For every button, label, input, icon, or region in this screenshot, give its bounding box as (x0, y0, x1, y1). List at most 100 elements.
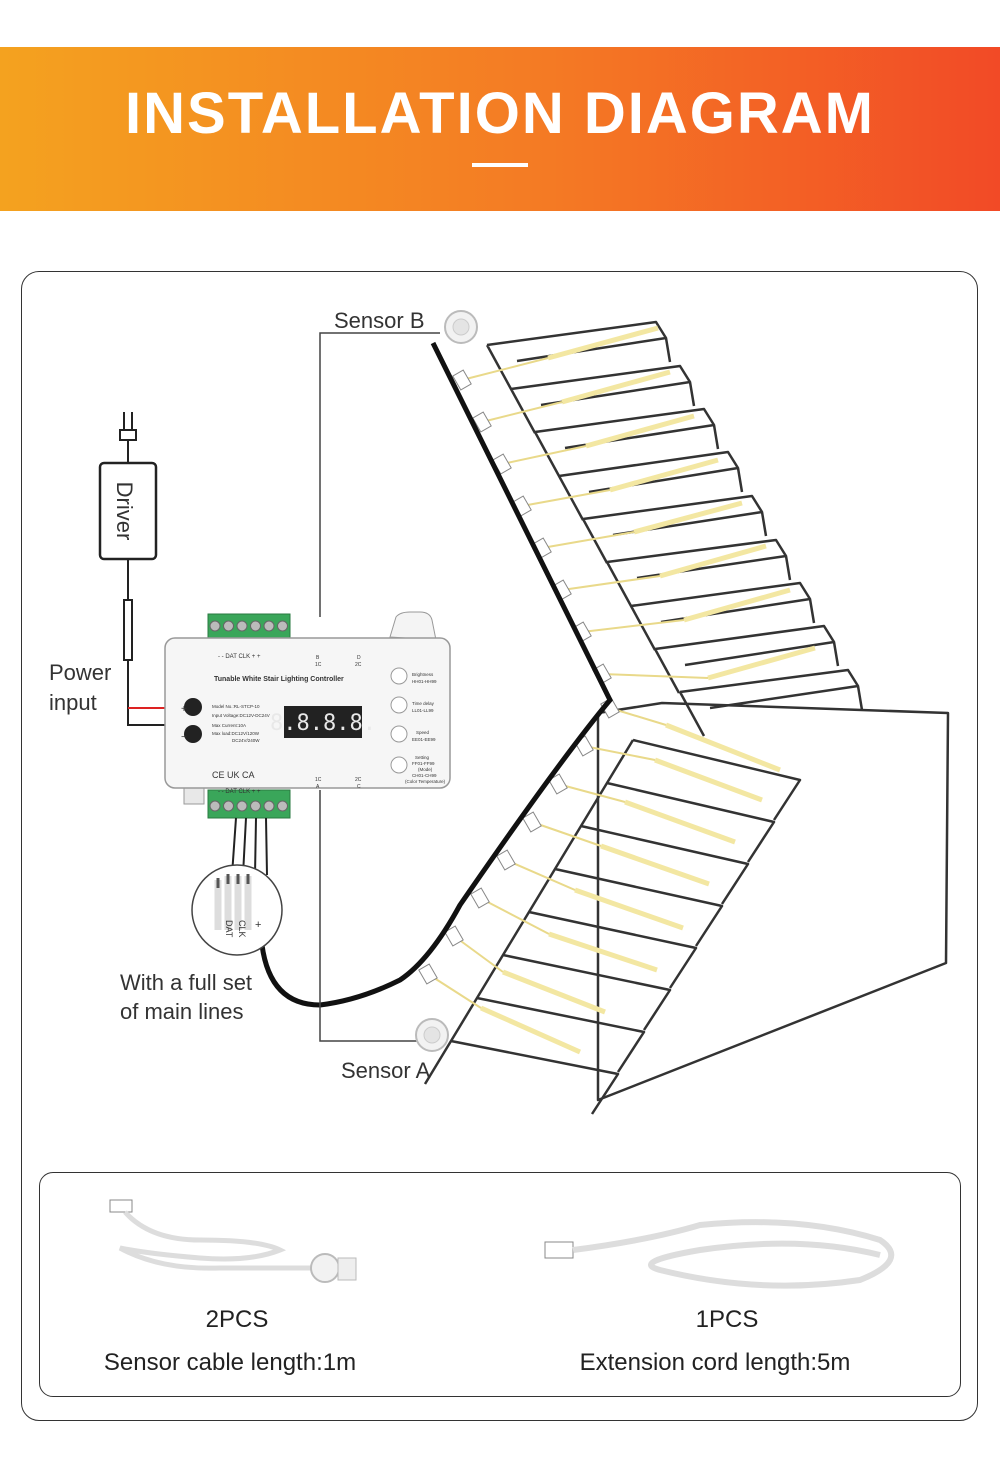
port-2c-bottom-label: 2C (355, 777, 362, 783)
bottom-terminal-labels: - - DAT CLK + + (218, 789, 261, 795)
driver-unit: Driver (98, 412, 165, 726)
strip-connector-wire (531, 821, 602, 847)
lower-staircase (423, 701, 950, 1115)
strip-connector (470, 887, 490, 909)
terminal-screw (250, 620, 261, 632)
sensor-b-icon (444, 310, 478, 344)
strip-connector (452, 369, 472, 391)
strip-connector-wire (561, 575, 661, 591)
strip-connector-wire (609, 707, 667, 726)
strip-connector-wire (541, 531, 635, 549)
sensor-a-line (319, 790, 425, 1042)
port-2c-top-label: 2C (355, 662, 362, 668)
page-title: INSTALLATION DIAGRAM (125, 81, 875, 146)
max-current-label: Max Current:10A (212, 723, 246, 728)
main-lines: DAT CLK + (191, 817, 283, 956)
speed-label: Speed (416, 730, 430, 735)
strip-connector (418, 963, 438, 985)
setting-range: FF01-FF99 (412, 761, 435, 766)
port-d-label: D (357, 655, 361, 661)
extension-cord-desc: Extension cord length:5m (579, 1349, 851, 1376)
controller-unit: - - DAT CLK + + B 1C D 2C Tunable White … (164, 611, 451, 819)
setting-ct: (Color Temperature) (405, 779, 446, 784)
header-banner (0, 47, 1000, 211)
led-strip (574, 887, 684, 931)
main-lines-label: With a full set (120, 970, 253, 995)
clk-wire-label: CLK (237, 920, 247, 938)
controller-buttons (390, 667, 408, 774)
sensor-a-icon (415, 1018, 449, 1052)
input-voltage-label: Input Voltage:DC12V-DC24V (212, 713, 270, 718)
setting-mode: (Mode) (418, 767, 433, 772)
led-strip (600, 843, 710, 887)
strip-connector (548, 773, 568, 795)
terminal-screw (263, 800, 275, 812)
main-lines-label-2: of main lines (120, 999, 244, 1024)
sensor-cable-qty: 2PCS (205, 1306, 269, 1333)
port-b-label: B (316, 655, 320, 661)
strip-connector-wire (601, 673, 709, 679)
controller-title: Tunable White Stair Lighting Controller (214, 676, 344, 683)
speed-range: EE01-EE99 (412, 737, 436, 742)
strip-connector-wire (583, 745, 656, 761)
strip-connector (496, 849, 516, 871)
terminal-screw (250, 800, 261, 812)
terminal-screw (277, 620, 288, 632)
strip-connector-wire (501, 445, 587, 465)
sensor-b-label: Sensor B (334, 308, 425, 333)
plus-wire-label: + (255, 919, 261, 931)
led-strip (609, 457, 719, 493)
strip-connector-wire (581, 619, 685, 633)
time-delay-label: Time delay (412, 701, 435, 706)
strip-connector-wire (481, 401, 563, 423)
power-input-label-2: input (49, 690, 97, 715)
plus-mark: + (181, 704, 187, 715)
port-1c-bottom-label: 1C (315, 777, 322, 783)
extension-cord-qty: 1PCS (695, 1306, 759, 1333)
led-strip (683, 587, 791, 623)
sensor-cable-desc: Sensor cable length:1m (103, 1349, 357, 1376)
time-delay-range: LL01-LL99 (412, 708, 434, 713)
terminal-screw (223, 620, 234, 632)
power-input-label: Power (49, 660, 112, 685)
max-load-label-2: DC24V/240W (232, 738, 260, 743)
led-strip (633, 500, 743, 535)
led-strip (479, 1005, 582, 1055)
driver-label: Driver (112, 482, 137, 541)
led-strip (707, 645, 816, 681)
port-1c-top-label: 1C (315, 662, 322, 668)
led-strip (654, 757, 763, 803)
terminal-screw (236, 620, 248, 632)
upper-staircase (485, 320, 864, 737)
sensor-a-label: Sensor A (341, 1058, 431, 1083)
led-strip (502, 969, 606, 1015)
led-strip (561, 369, 671, 405)
terminal-screw (223, 800, 234, 812)
strip-connector-wire (427, 973, 482, 1009)
strip-connector-wire (505, 859, 576, 891)
terminal-screw (263, 620, 275, 632)
led-strip (624, 799, 736, 845)
led-strips (418, 325, 816, 1055)
minus-mark: − (181, 732, 187, 743)
setting-label: Setting (415, 755, 430, 760)
terminal-screw (236, 800, 248, 812)
model-label: Model No.:RL-STCP-10 (212, 704, 260, 709)
terminal-screw (277, 800, 288, 812)
strip-connector-wire (557, 783, 626, 803)
brightness-range: HH01-HH99 (412, 679, 437, 684)
terminal-screw (209, 800, 221, 812)
strip-connector-wire (479, 897, 550, 935)
terminal-screw (209, 620, 221, 632)
diagram-frame (21, 271, 978, 1421)
strip-connector-wire (453, 935, 504, 973)
port-c-label: C (357, 784, 361, 790)
extension-cord-icon (544, 1219, 895, 1289)
brightness-label: Brightness (412, 672, 434, 677)
strip-connector-wire (461, 357, 549, 381)
cert-marks: CE UK CA (212, 770, 255, 780)
sensor-b-line (319, 332, 440, 617)
led-display: 8.8.8.8. (270, 711, 376, 736)
led-strip (659, 543, 767, 579)
strip-connector (444, 925, 464, 947)
